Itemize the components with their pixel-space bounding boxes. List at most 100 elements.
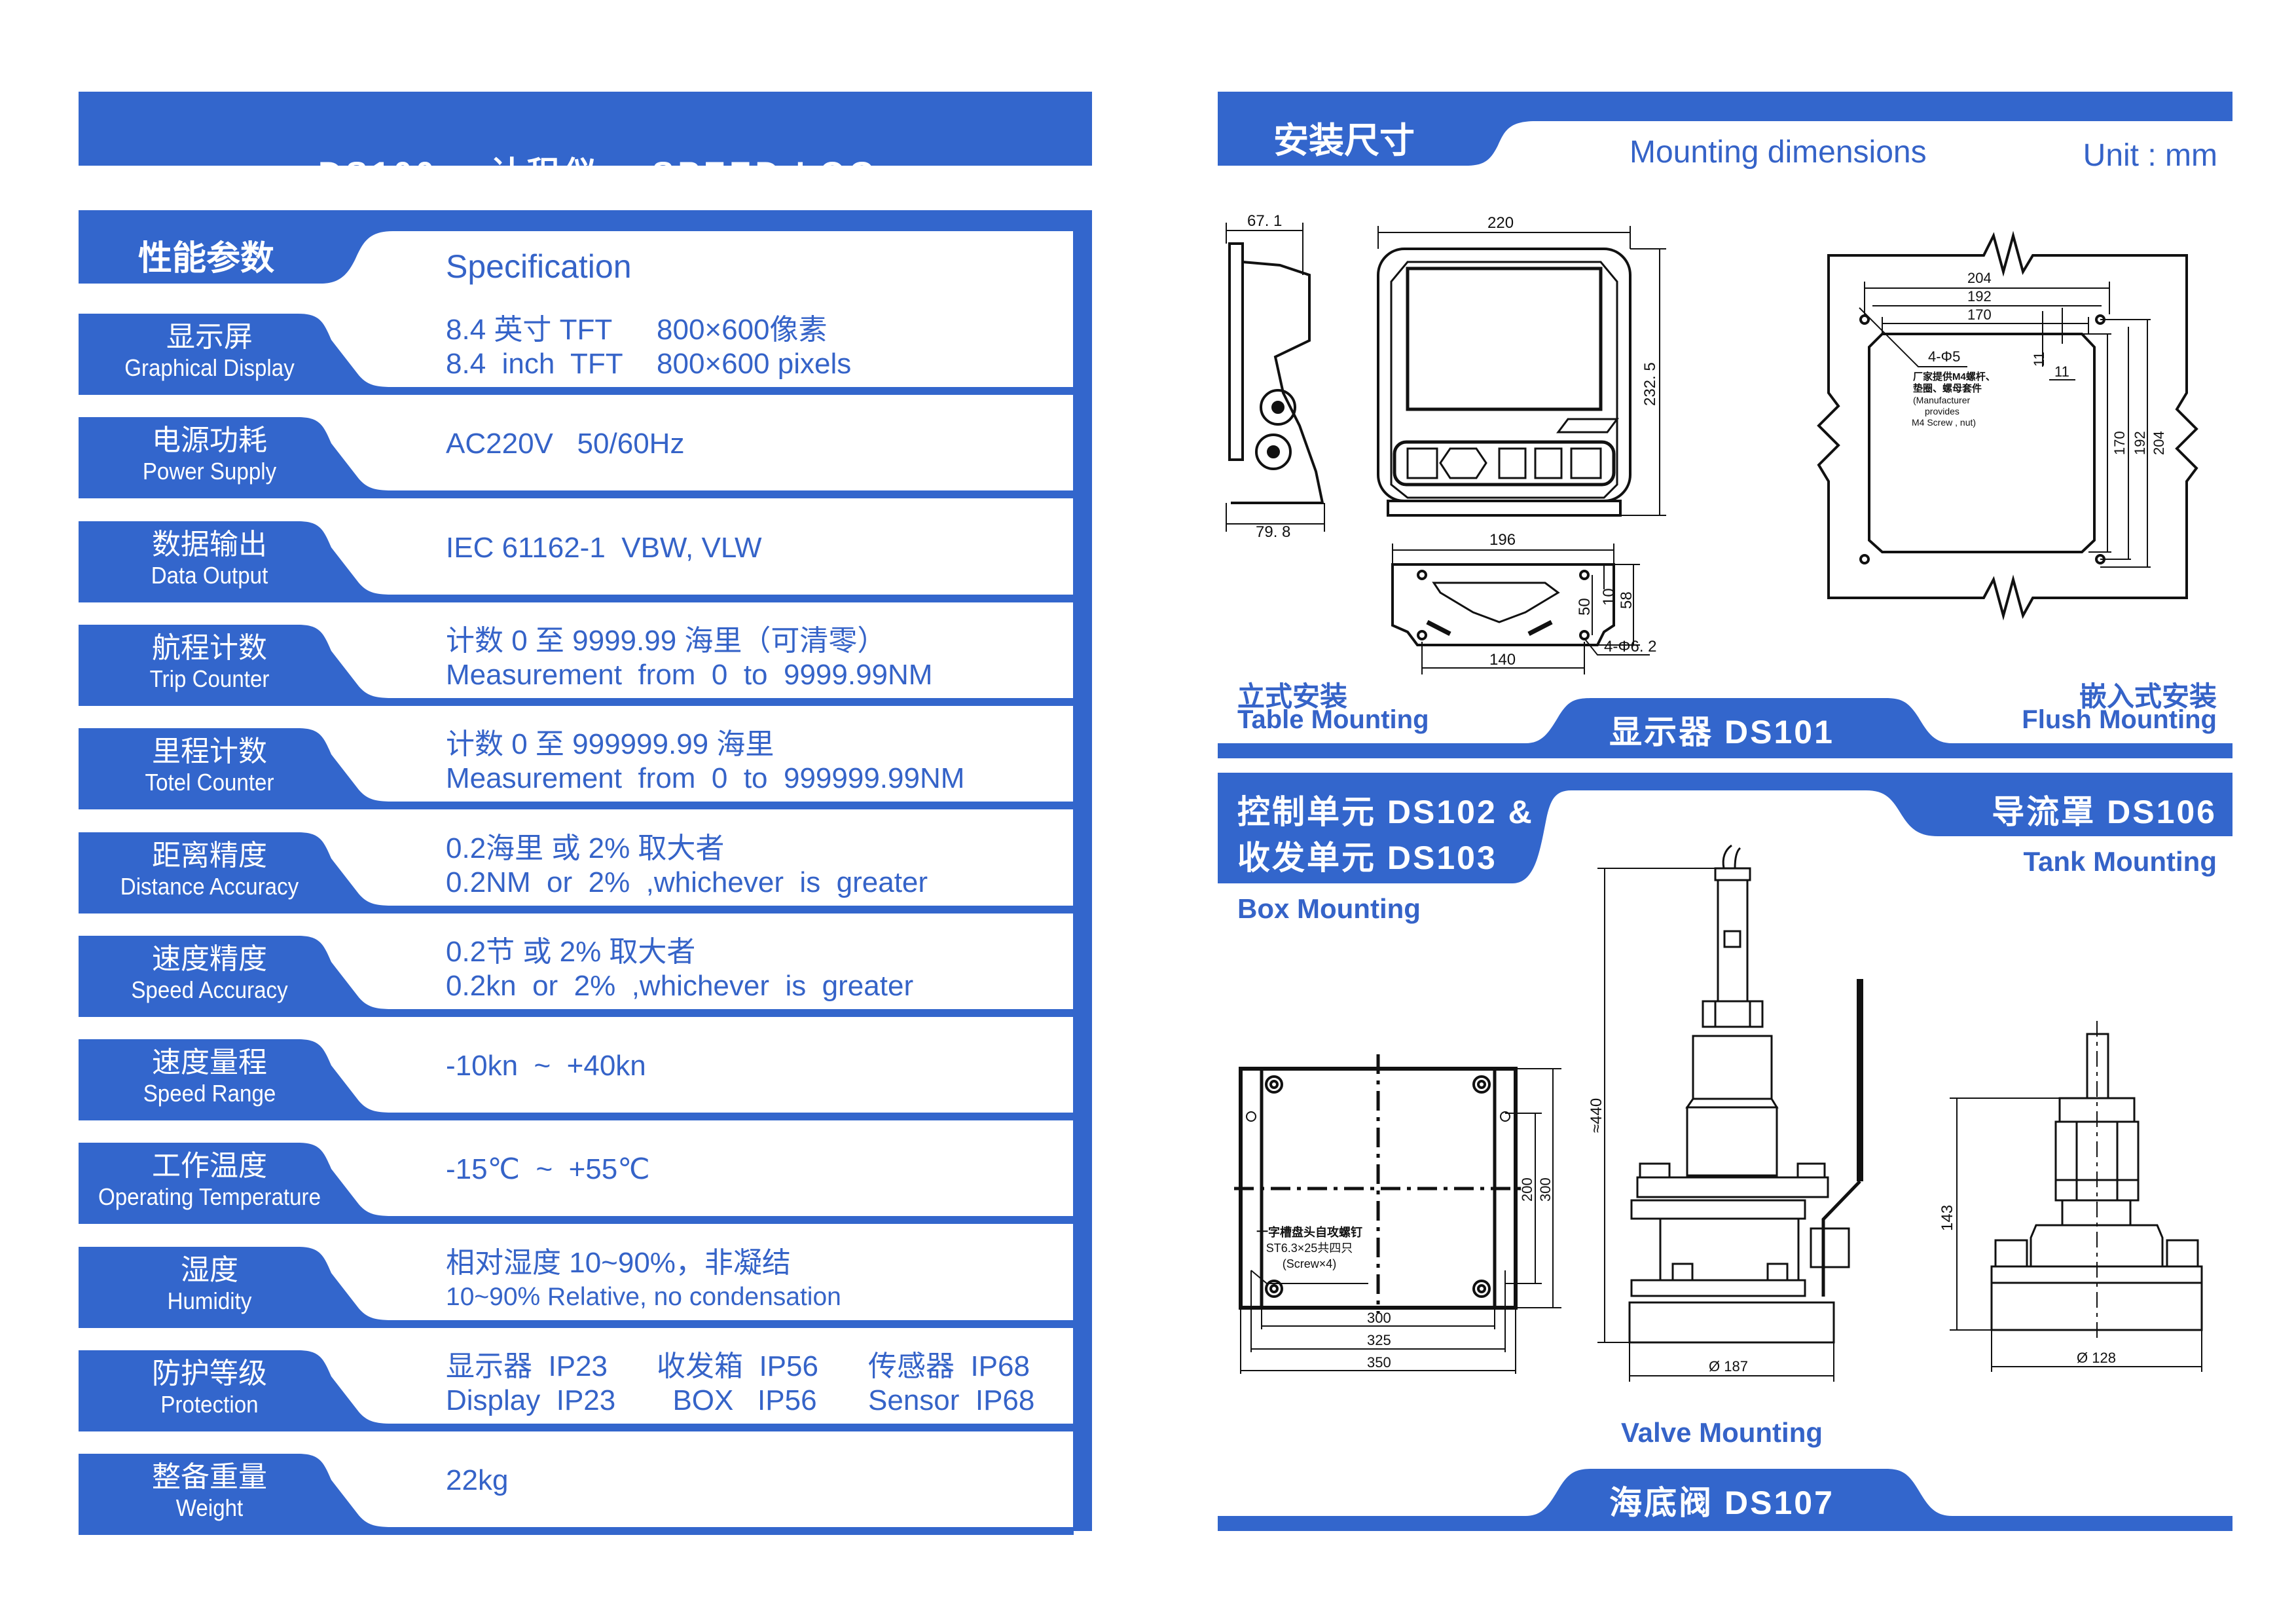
display-unit-name: 显示器 DS101 [1609,714,1834,750]
flush-mount-en: Flush Mounting [2022,705,2217,734]
row-value: 0.2节 或 2% 取大者 [446,935,696,968]
row-value: 800×600像素 [657,314,828,346]
row-label-en: Power Supply [142,458,277,485]
row-label-cn: 里程计数 [152,735,267,768]
mounting-header-band [1218,92,2232,166]
row-value: 传感器 IP68 [868,1350,1030,1382]
row-tab-shape [79,728,1074,810]
spec-top-band [79,210,1092,231]
dim-bracket-holes: 140 [1489,651,1516,669]
box-screw-note: (Screw×4) [1283,1257,1337,1270]
row-label-en: Weight [175,1494,244,1522]
row-label-en: Trip Counter [149,665,270,692]
row-value: Measurement from 0 to 999999.99NM [446,762,965,795]
valve-band [1218,1469,2232,1531]
box-mount-label: Box Mounting [1237,893,1421,924]
dim-bracket-hole-spec: 4-Φ6. 2 [1604,638,1657,655]
row-label-en: Graphical Display [124,354,295,381]
keypad [1393,440,1616,487]
dim-width: 220 [1487,214,1514,232]
flush-hole-spec: 4-Φ5 [1928,348,1960,365]
flush-note: M4 Screw , nut) [1912,417,1976,428]
dim-side-top: 67. 1 [1247,212,1282,230]
box-mount-drawing [1234,1054,1561,1374]
row-value: 相对湿度 10~90%，非凝结 [446,1246,791,1279]
dim-box-325: 325 [1367,1332,1391,1348]
dim-flush-204: 204 [1967,270,1992,286]
row-label-en: Protection [160,1391,259,1418]
row-label-en: Speed Accuracy [131,976,288,1003]
box-unit-line2: 收发单元 DS103 [1237,840,1497,876]
row-value: AC220V 50/60Hz [446,428,685,460]
row-value: Sensor IP68 [868,1384,1035,1416]
flush-note: (Manufacturer [1913,395,1970,405]
row-value: 8.4 英寸 TFT [446,314,613,346]
spec-right-border [1073,210,1092,1531]
unit-label: Unit : mm [2083,138,2217,173]
valve-unit-name: 海底阀 DS107 [1609,1485,1834,1521]
tank-mount-label: Tank Mounting [2023,846,2217,877]
row-value: -15℃ ~ +55℃ [446,1153,650,1186]
spec-title-cn: 性能参数 [137,240,274,278]
screen [1406,267,1603,411]
dim-flush-11a: 11 [2031,352,2047,367]
title-en: SPEED LOG [652,155,879,192]
row-label-cn: 整备重量 [152,1461,267,1494]
mounting-title-en: Mounting dimensions [1630,135,1927,170]
row-label-cn: 距离精度 [152,839,267,872]
side-body [1231,261,1324,504]
knob-icon [1255,434,1292,470]
row-label-cn: 电源功耗 [152,424,267,457]
tank-unit-name: 导流罩 DS106 [1992,794,2217,830]
row-tab-shape [79,1454,1074,1536]
dim-58: 58 [1618,591,1635,609]
box-tank-band [1218,773,2232,883]
dim-height: 232. 5 [1641,362,1659,406]
dim-box-350: 350 [1367,1354,1391,1371]
left-title-band [79,92,1092,166]
row-tab-shape [79,1350,1074,1431]
dim-flush-11b: 11 [2054,363,2069,380]
row-tab-shape [79,624,1074,706]
dim-valve-dia: Ø 187 [1709,1358,1748,1375]
row-label-en: Totel Counter [145,769,274,796]
row-value: IEC 61162-1 VBW, VLW [446,531,762,564]
row-label-en: Distance Accuracy [120,872,299,900]
flush-note: provides [1925,406,1959,416]
row-value: 800×600 pixels [657,348,852,380]
dim-tank-dia: Ø 128 [2077,1350,2116,1366]
page-title: DS100 计程仪 SPEED LOG [79,105,1092,196]
tank-mount-drawing [1950,1021,2203,1372]
table-mount-drawing [1226,223,1666,674]
row-tab-shape [79,521,1074,602]
row-value: 0.2海里 或 2% 取大者 [446,832,725,864]
row-label-en: Data Output [151,561,268,589]
box-screw-note: 十字槽盘头自攻螺钉 [1256,1225,1362,1239]
dim-tank-height: 143 [1939,1205,1956,1231]
row-tab-shape [79,1143,1074,1225]
row-tab-shape [79,314,1074,395]
row-value: 22kg [446,1464,509,1497]
row-value: 0.2NM or 2% ,whichever is greater [446,866,928,898]
row-tab-shape [79,935,1074,1017]
row-tab-shape [79,1246,1074,1328]
row-value: Display IP23 [446,1384,616,1416]
row-value: 显示器 IP23 [446,1350,608,1382]
display-band [1218,698,2232,758]
row-value: BOX IP56 [657,1384,817,1416]
row-label-en: Operating Temperature [98,1183,321,1211]
dim-flush-170: 170 [1967,306,1992,323]
dim-50: 50 [1576,598,1594,616]
dim-box-v300: 300 [1537,1177,1554,1202]
title-model: DS100 [318,155,438,192]
row-value: 0.2kn or 2% ,whichever is greater [446,969,914,1002]
